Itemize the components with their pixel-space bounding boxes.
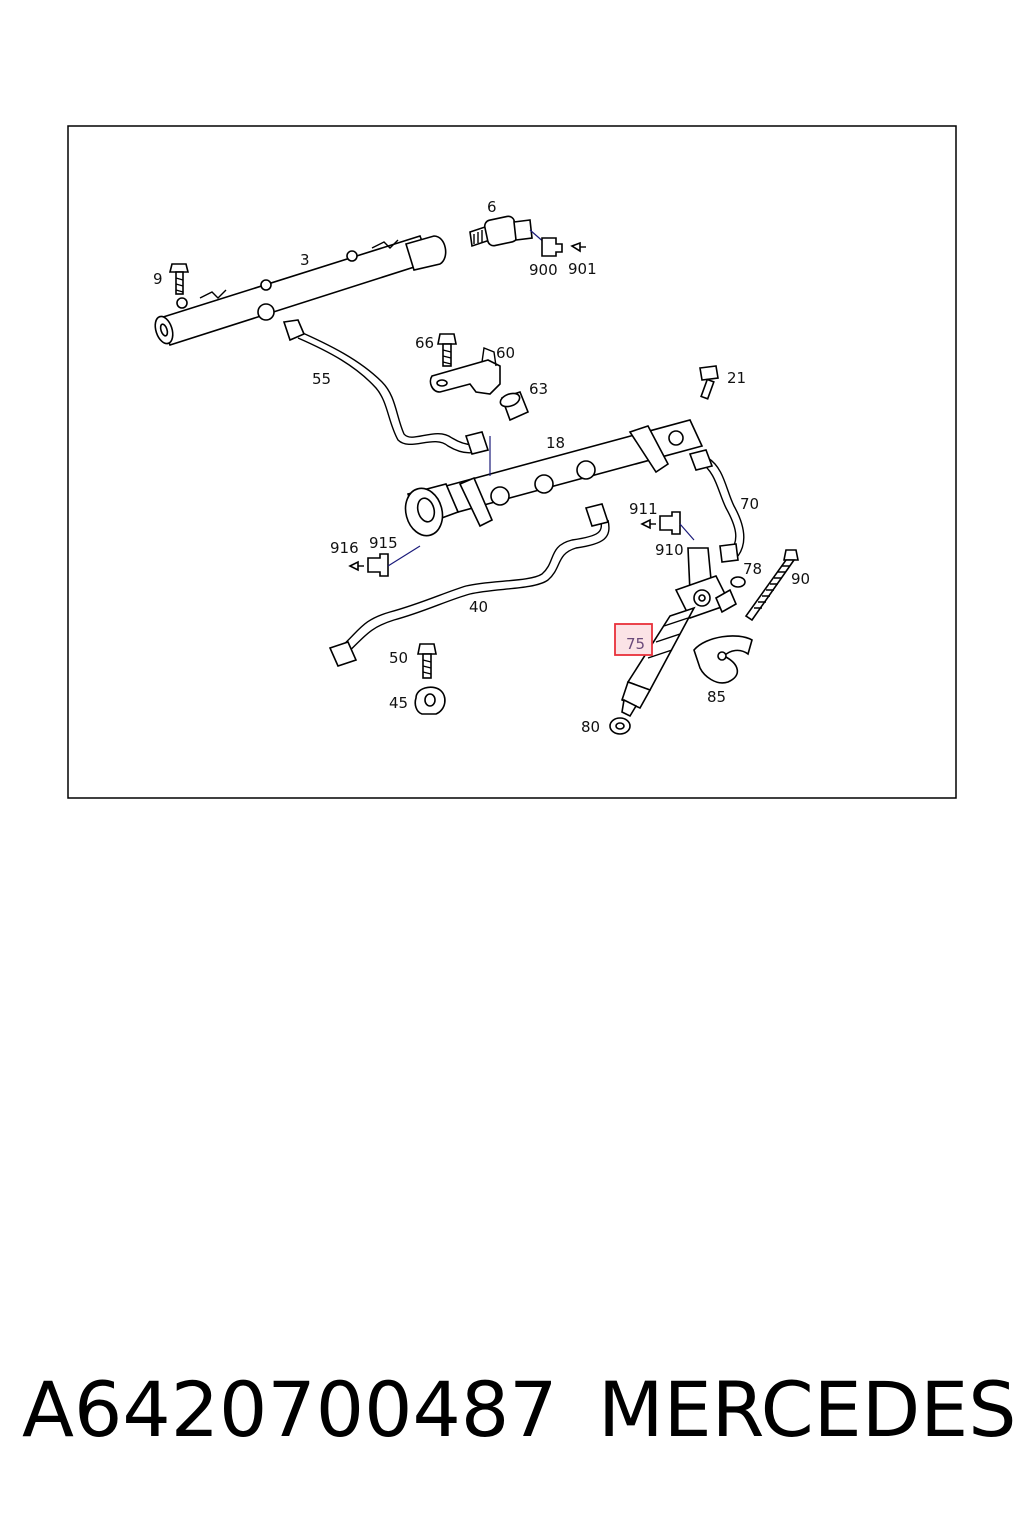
callout-45: 45 bbox=[389, 694, 408, 712]
callout-6: 6 bbox=[487, 198, 497, 216]
connector-900-901 bbox=[529, 229, 586, 257]
part-number-text: A6420700487 bbox=[22, 1365, 558, 1454]
connector-915-916 bbox=[348, 545, 421, 577]
clip-45 bbox=[414, 686, 446, 715]
connector-910-911 bbox=[640, 511, 695, 541]
bolt-66 bbox=[437, 333, 457, 367]
callout-78: 78 bbox=[743, 560, 762, 578]
callout-3: 3 bbox=[300, 251, 310, 269]
callout-901: 901 bbox=[568, 260, 597, 278]
callout-18: 18 bbox=[546, 434, 565, 452]
callout-911: 911 bbox=[629, 500, 658, 518]
callout-9: 9 bbox=[153, 270, 163, 288]
diagram-frame bbox=[67, 125, 957, 799]
clamp-85 bbox=[693, 635, 753, 684]
callout-55: 55 bbox=[312, 370, 331, 388]
callout-915: 915 bbox=[369, 534, 398, 552]
brand-text: MERCEDES bbox=[598, 1365, 1017, 1454]
callout-90: 90 bbox=[791, 570, 810, 588]
callout-21: 21 bbox=[727, 369, 746, 387]
callout-75-highlight bbox=[614, 623, 653, 656]
bolt-50 bbox=[417, 643, 437, 679]
callout-900: 900 bbox=[529, 261, 558, 279]
fuel-rail-lower bbox=[404, 419, 704, 537]
washer-80 bbox=[609, 717, 631, 735]
sleeve-63 bbox=[499, 391, 530, 422]
bracket-60 bbox=[429, 347, 501, 395]
callout-75: 75 bbox=[626, 635, 645, 653]
fuel-line-70 bbox=[688, 449, 745, 563]
callout-70: 70 bbox=[740, 495, 759, 513]
injector-75 bbox=[621, 547, 738, 718]
bolt-9 bbox=[168, 263, 190, 295]
callout-910: 910 bbox=[655, 541, 684, 559]
callout-916: 916 bbox=[330, 539, 359, 557]
callout-40: 40 bbox=[469, 598, 488, 616]
pressure-sensor bbox=[469, 215, 533, 248]
stud-90 bbox=[744, 549, 799, 622]
seal-ring-78 bbox=[730, 576, 746, 588]
callout-85: 85 bbox=[707, 688, 726, 706]
bolt-21 bbox=[699, 365, 719, 400]
fuel-rail-upper bbox=[154, 235, 447, 346]
callout-63: 63 bbox=[529, 380, 548, 398]
callout-60: 60 bbox=[496, 344, 515, 362]
callout-66: 66 bbox=[415, 334, 434, 352]
fuel-line-40 bbox=[328, 503, 610, 667]
callout-50: 50 bbox=[389, 649, 408, 667]
callout-80: 80 bbox=[581, 718, 600, 736]
fuel-line-55 bbox=[282, 319, 490, 455]
